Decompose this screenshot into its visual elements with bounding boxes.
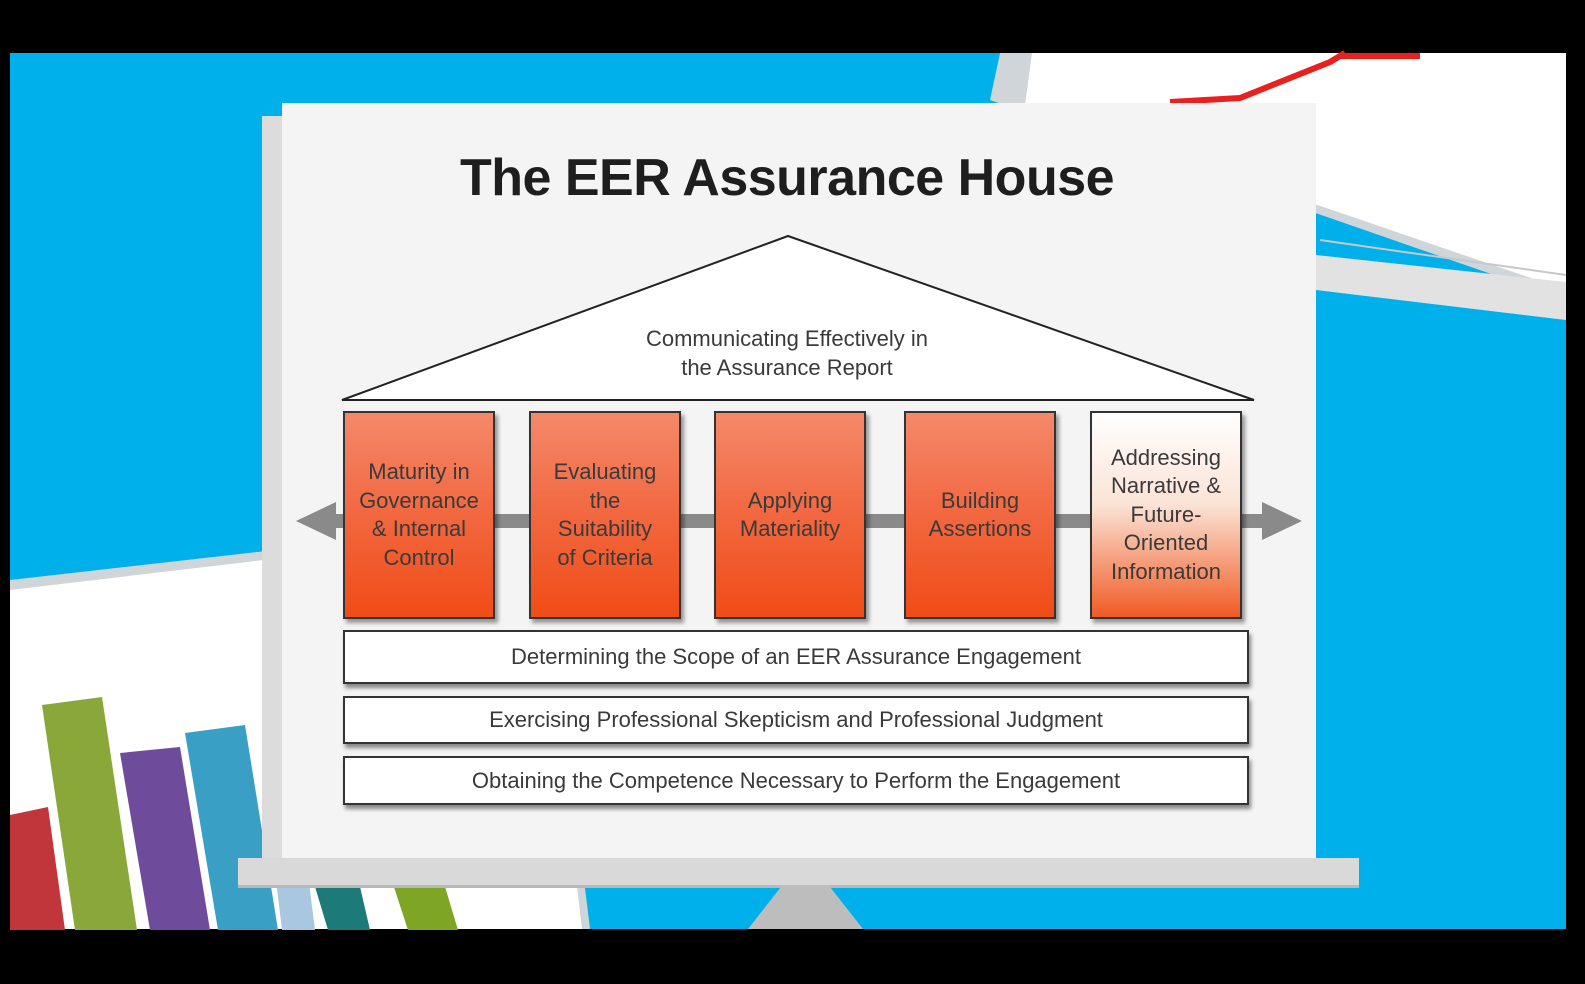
lime-bar	[390, 870, 458, 930]
foundation-skepticism: Exercising Professional Skepticism and P…	[343, 696, 1249, 744]
roof-label: Communicating Effectively in the Assuran…	[645, 326, 929, 380]
board-ledge	[238, 858, 1359, 885]
foundation-scope: Determining the Scope of an EER Assuranc…	[343, 630, 1249, 684]
purple-bar	[120, 747, 210, 930]
pillar-governance: Maturity in Governance & Internal Contro…	[343, 411, 495, 619]
pillar-assertions: Building Assertions	[904, 411, 1056, 619]
pillar-narrative: Addressing Narrative & Future- Oriented …	[1090, 411, 1242, 619]
foundation-competence: Obtaining the Competence Necessary to Pe…	[343, 756, 1249, 805]
house-roof	[341, 234, 1255, 401]
green-bar	[42, 697, 137, 930]
pillar-criteria: Evaluating the Suitability of Criteria	[529, 411, 681, 619]
red-bar	[10, 807, 65, 930]
pillar-materiality: Applying Materiality	[714, 411, 866, 619]
arrow-right-icon	[1262, 502, 1302, 540]
arrow-left-icon	[296, 502, 336, 540]
diagram-title: The EER Assurance House	[459, 149, 1115, 207]
